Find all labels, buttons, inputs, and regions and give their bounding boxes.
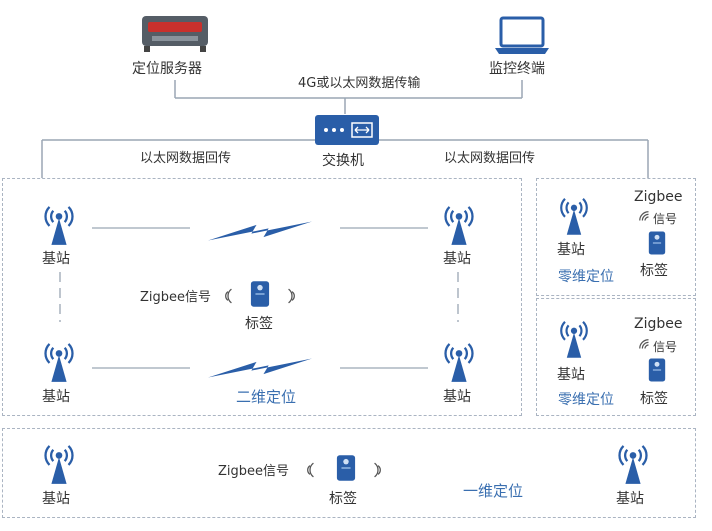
one-d-area — [2, 428, 696, 518]
wifi-signal-icon — [638, 210, 652, 224]
one-d-station-left-label: 基站 — [42, 491, 70, 507]
server-label: 定位服务器 — [132, 61, 202, 77]
base-station-icon — [40, 442, 78, 484]
station-label-br: 基站 — [443, 389, 471, 405]
wifi-signal-icon — [638, 338, 652, 352]
zero-d-upper-station-label: 基站 — [557, 242, 585, 258]
zero-d-lower-signal-label: 信号 — [653, 340, 678, 354]
base-station-icon — [614, 442, 652, 484]
station-label-tr: 基站 — [443, 251, 471, 267]
tag-icon — [648, 230, 666, 256]
wireless-link-icon — [205, 218, 315, 244]
switch-label: 交换机 — [322, 153, 364, 169]
zero-d-upper-tag-label: 标签 — [640, 263, 668, 279]
zero-d-lower-station-label: 基站 — [557, 367, 585, 383]
zero-d-upper-zigbee-label: Zigbee — [634, 189, 683, 205]
station-label-tl: 基站 — [42, 251, 70, 267]
base-station-icon — [440, 340, 478, 382]
signal-waves-icon — [304, 461, 316, 479]
base-station-icon — [40, 203, 78, 245]
base-station-icon — [440, 203, 478, 245]
base-station-icon — [556, 318, 592, 358]
two-d-tag-label: 标签 — [245, 316, 273, 332]
terminal-label: 监控终端 — [489, 61, 545, 77]
one-d-station-right-label: 基站 — [616, 491, 644, 507]
zero-d-lower-tag-label: 标签 — [640, 391, 668, 407]
one-d-tag-label: 标签 — [329, 491, 357, 507]
uplink-label: 4G或以太网数据传输 — [298, 76, 421, 91]
zero-d-upper-caption: 零维定位 — [558, 269, 614, 285]
zero-d-upper-area — [536, 178, 696, 296]
positioning-server-icon — [140, 14, 210, 54]
zero-d-upper-signal-label: 信号 — [653, 212, 678, 226]
wireless-link-icon — [205, 355, 315, 381]
signal-waves-icon — [222, 287, 234, 305]
station-label-bl: 基站 — [42, 389, 70, 405]
tag-icon — [648, 357, 666, 383]
tag-icon — [250, 280, 270, 308]
zero-d-lower-zigbee-label: Zigbee — [634, 316, 683, 332]
two-d-area — [2, 178, 522, 416]
one-d-caption: 一维定位 — [463, 482, 524, 500]
base-station-icon — [40, 340, 78, 382]
signal-waves-icon — [286, 287, 298, 305]
backhaul-left-label: 以太网数据回传 — [140, 151, 232, 166]
tag-icon — [336, 454, 356, 482]
switch-icon — [314, 114, 380, 146]
base-station-icon — [556, 195, 592, 235]
two-d-signal-label: Zigbee信号 — [140, 290, 212, 305]
zero-d-lower-caption: 零维定位 — [558, 392, 614, 408]
one-d-signal-label: Zigbee信号 — [218, 464, 290, 479]
zero-d-lower-area — [536, 298, 696, 416]
laptop-icon — [493, 16, 551, 56]
backhaul-right-label: 以太网数据回传 — [444, 151, 536, 166]
signal-waves-icon — [372, 461, 384, 479]
two-d-caption: 二维定位 — [236, 388, 297, 406]
